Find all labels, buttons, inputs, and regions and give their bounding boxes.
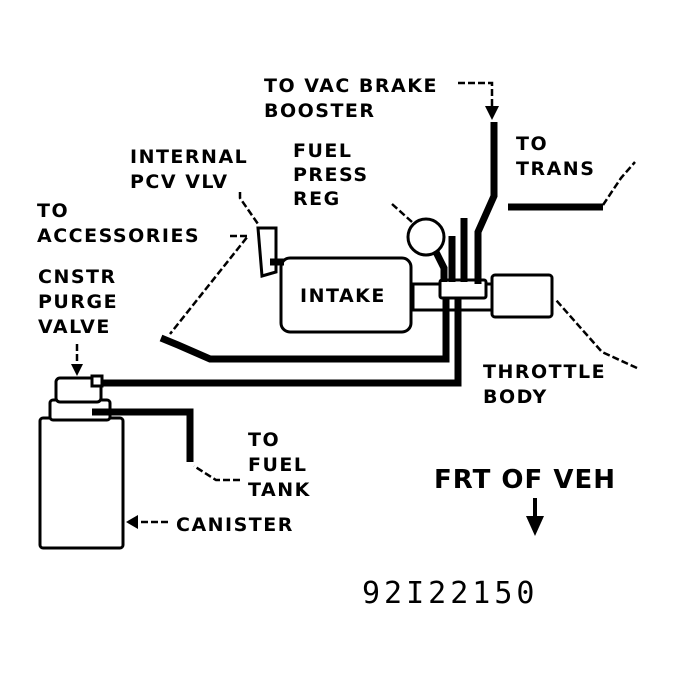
label-intake: INTAKE: [300, 285, 386, 307]
pcv-valve: [256, 226, 278, 278]
label-trans-1: TO: [516, 133, 548, 155]
label-fuel-reg-1: FUEL: [293, 140, 353, 162]
label-purge-2: PURGE: [38, 291, 118, 313]
leader-brake-booster: [458, 81, 494, 114]
label-purge-1: CNSTR: [38, 266, 117, 288]
arrowhead-purge: [71, 364, 83, 376]
leader-fuel-regulator: [391, 203, 413, 223]
purge-valve-port: [90, 374, 104, 388]
hose-purge: [102, 298, 462, 387]
label-throttle-2: BODY: [483, 386, 548, 408]
label-fuel-tank-1: TO: [248, 429, 280, 451]
label-vac-brake-1: TO VAC BRAKE: [264, 75, 438, 97]
label-fuel-reg-3: REG: [293, 188, 341, 210]
arrowhead-canister: [126, 515, 138, 529]
label-throttle-1: THROTTLE: [483, 361, 606, 383]
fuel-pressure-regulator: [406, 217, 446, 257]
leader-fuel-tank: [193, 464, 240, 482]
label-trans-2: TRANS: [516, 158, 595, 180]
label-purge-3: VALVE: [38, 316, 111, 338]
leader-trans: [601, 161, 636, 206]
label-fuel-tank-3: TANK: [248, 479, 311, 501]
label-fuel-tank-2: FUEL: [248, 454, 308, 476]
throttle-body: [490, 273, 554, 319]
label-vac-brake-2: BOOSTER: [264, 100, 376, 122]
front-arrow-head: [526, 516, 544, 536]
label-pcv-1: INTERNAL: [130, 146, 248, 168]
leader-pcv: [238, 192, 260, 225]
hose-fuel-tank: [92, 408, 194, 462]
label-accessories-1: TO: [37, 200, 69, 222]
label-fuel-reg-2: PRESS: [293, 164, 369, 186]
hose-brake-booster: [474, 122, 498, 284]
intake-plenum: [279, 256, 413, 334]
label-front-of-vehicle: FRT OF VEH: [434, 465, 616, 495]
figure-code: 92I22150: [362, 576, 539, 611]
leader-throttle: [555, 299, 638, 370]
label-canister: CANISTER: [176, 514, 294, 536]
hose-fuel-regulator: [432, 250, 448, 282]
canister: [38, 416, 125, 550]
hose-accessories: [159, 298, 450, 363]
leader-accessories: [169, 234, 251, 335]
label-accessories-2: ACCESSORIES: [37, 225, 200, 247]
arrowhead-brake-booster: [485, 106, 499, 120]
purge-valve-body: [54, 376, 103, 404]
label-pcv-2: PCV VLV: [130, 171, 229, 193]
